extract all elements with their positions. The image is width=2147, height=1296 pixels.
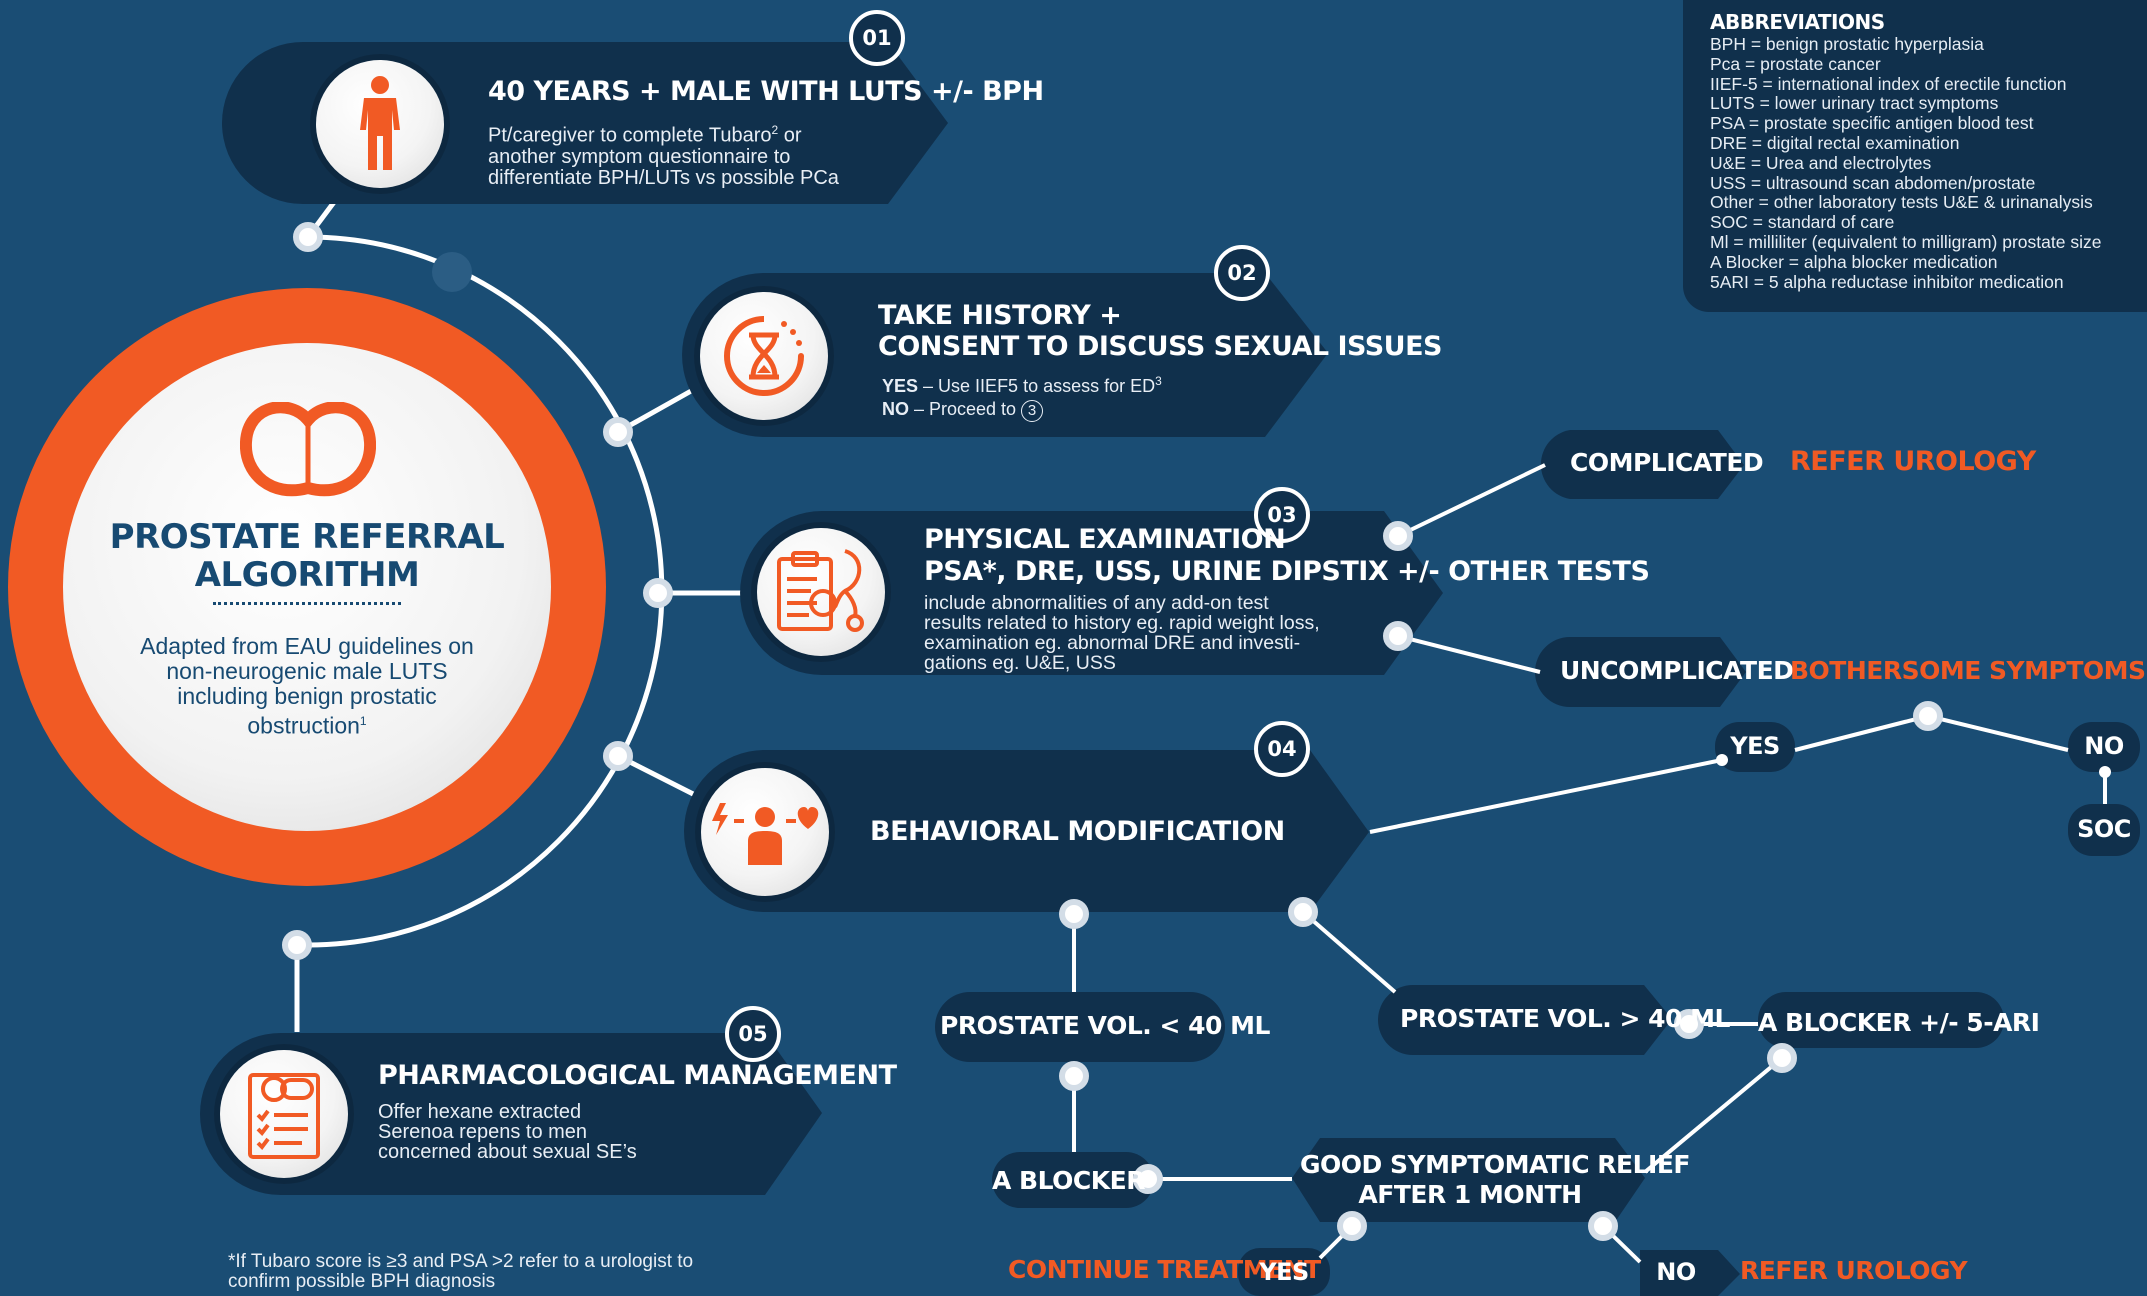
step-02-title: TAKE HISTORY + CONSENT TO DISCUSS SEXUAL… — [878, 300, 1443, 362]
step-04-badge: 04 — [1254, 721, 1310, 777]
step-03-text: include abnormalities of any add-on test… — [924, 592, 1320, 674]
refer-urology-top-label: REFER UROLOGY — [1790, 446, 2036, 477]
abbreviation-item: USS = ultrasound scan abdomen/prostate — [1710, 172, 2036, 193]
abbreviation-item: Ml = milliliter (equivalent to milligram… — [1710, 231, 2102, 252]
step-02-pill — [682, 273, 1328, 437]
continue-treatment-label: CONTINUE TREATMENT — [1008, 1255, 1321, 1284]
abbreviation-item: SOC = standard of care — [1710, 212, 1895, 233]
step-05-pill — [200, 1033, 822, 1195]
abbreviation-item: Other = other laboratory tests U&E & uri… — [1710, 192, 2093, 213]
good-relief-label: GOOD SYMPTOMATIC RELIEF AFTER 1 MONTH — [1300, 1150, 1691, 1209]
abbreviations-title: ABBREVIATIONS — [1710, 10, 1885, 34]
vol-lt-box — [935, 992, 1225, 1062]
step-04-icon-circle — [701, 768, 829, 896]
no-bottom-label: NO — [1656, 1258, 1696, 1286]
step-01-title: 40 YEARS + MALE WITH LUTS +/- BPH — [488, 76, 1044, 107]
abbreviation-item: A Blocker = alpha blocker medication — [1710, 251, 1998, 272]
yes-top-label: YES — [1730, 732, 1780, 760]
behavior-person-icon — [712, 803, 819, 865]
abbreviation-item: DRE = digital rectal examination — [1710, 132, 1960, 153]
yes-top-box — [1715, 722, 1795, 772]
vol-gt-label: PROSTATE VOL. > 40 ML — [1400, 1004, 1730, 1033]
yes-bottom-label: YES — [1259, 1258, 1309, 1286]
abbreviation-item: 5ARI = 5 alpha reductase inhibitor medic… — [1710, 271, 2064, 292]
step-02-text: YES – Use IIEF5 to assess for ED3 NO – P… — [882, 370, 1162, 422]
step-01-icon-circle — [316, 60, 444, 188]
step-04-title: BEHAVIORAL MODIFICATION — [870, 816, 1285, 847]
main-title: PROSTATE REFERRAL ALGORITHM — [109, 517, 505, 595]
vol-gt-box — [1378, 985, 1672, 1055]
step-01-text: Pt/caregiver to complete Tubaro2 or anot… — [488, 123, 839, 189]
clipboard-stethoscope-icon — [777, 549, 864, 632]
step-05-icon-circle — [220, 1050, 348, 1178]
step-03-icon-circle — [757, 528, 885, 656]
no-bottom-box — [1640, 1250, 1740, 1296]
step-05-badge: 05 — [725, 1006, 781, 1062]
abbreviation-item: PSA = prostate specific antigen blood te… — [1710, 113, 2034, 134]
step-02-badge: 02 — [1214, 245, 1270, 301]
step-03-title: PHYSICAL EXAMINATION PSA*, DRE, USS, URI… — [924, 524, 1650, 587]
abbreviation-item: BPH = benign prostatic hyperplasia — [1710, 34, 1984, 54]
prescription-pills-icon — [248, 1073, 320, 1159]
hourglass-clock-icon — [724, 316, 804, 396]
a-blocker-label: A BLOCKER — [992, 1166, 1145, 1195]
a-blocker-5ari-box — [1758, 992, 2004, 1048]
vol-lt-label: PROSTATE VOL. < 40 ML — [940, 1011, 1270, 1040]
no-top-box — [2068, 722, 2140, 772]
abbreviation-item: Pca = prostate cancer — [1710, 53, 1881, 74]
no-top-label: NO — [2084, 732, 2124, 760]
good-relief-box — [1292, 1138, 1645, 1222]
step-03-pill — [740, 511, 1443, 675]
abbreviation-item: U&E = Urea and electrolytes — [1710, 152, 1932, 173]
step-01-badge: 01 — [849, 10, 905, 66]
step-03-badge: 03 — [1254, 487, 1310, 543]
step-02-icon-circle — [700, 292, 828, 420]
uncomplicated-box — [1535, 637, 1746, 707]
person-icon — [360, 76, 400, 170]
bothersome-symptoms-label: BOTHERSOME SYMPTOMS — [1790, 656, 2146, 685]
a-blocker-5ari-label: A BLOCKER +/- 5-ARI — [1758, 1008, 2040, 1037]
soc-box — [2068, 804, 2140, 856]
refer-urology-bottom-label: REFER UROLOGY — [1740, 1256, 1968, 1285]
complicated-label: COMPLICATED — [1570, 448, 1764, 477]
complicated-box — [1540, 430, 1744, 499]
main-subtitle: Adapted from EAU guidelines on non-neuro… — [140, 633, 474, 739]
footnote: *If Tubaro score is ≥3 and PSA >2 refer … — [228, 1251, 694, 1292]
a-blocker-box — [992, 1152, 1154, 1208]
soc-label: SOC — [2077, 815, 2131, 843]
prostate-icon — [240, 402, 376, 497]
abbreviation-item: LUTS = lower urinary tract symptoms — [1710, 93, 1999, 114]
step-05-title: PHARMACOLOGICAL MANAGEMENT — [378, 1060, 897, 1091]
step-05-text: Offer hexane extracted Serenoa repens to… — [378, 1101, 637, 1163]
uncomplicated-label: UNCOMPLICATED — [1560, 656, 1794, 685]
main-divider — [213, 602, 401, 605]
abbreviations-panel — [1683, 0, 2147, 312]
yes-bottom-box — [1238, 1248, 1330, 1296]
abbreviation-item: IIEF-5 = international index of erectile… — [1710, 73, 2067, 94]
step-04-pill — [684, 750, 1369, 912]
